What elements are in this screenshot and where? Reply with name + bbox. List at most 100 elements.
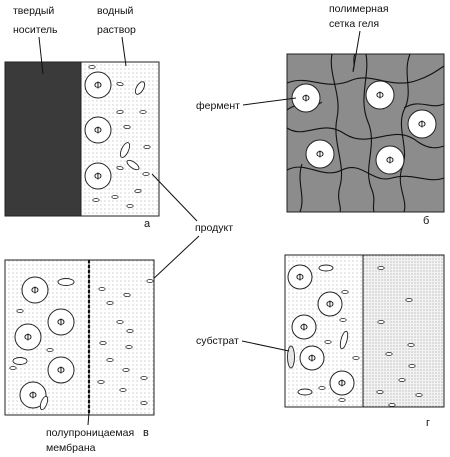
product-molecule bbox=[398, 378, 406, 382]
label-solid-carrier-1: твердый bbox=[13, 5, 54, 17]
product-molecule bbox=[338, 398, 346, 402]
product-molecule bbox=[125, 345, 133, 349]
product-molecule bbox=[385, 352, 393, 356]
svg-text:Ф: Ф bbox=[57, 366, 65, 377]
svg-text:Ф: Ф bbox=[94, 172, 102, 183]
svg-text:Ф: Ф bbox=[302, 94, 310, 105]
svg-text:Ф: Ф bbox=[94, 126, 102, 137]
enzyme-circle: Ф bbox=[47, 356, 75, 384]
product-molecule bbox=[139, 110, 147, 114]
product-molecule bbox=[122, 368, 130, 372]
enzyme-circle: Ф bbox=[21, 276, 49, 304]
leader-membrane bbox=[87, 411, 90, 426]
product-molecule bbox=[116, 320, 124, 324]
substrate-region-d bbox=[362, 254, 445, 408]
products-a bbox=[88, 65, 151, 208]
product-molecule bbox=[324, 340, 332, 344]
enzyme-circle: Ф bbox=[47, 308, 75, 336]
product-molecule bbox=[16, 309, 24, 313]
product-molecule bbox=[97, 380, 105, 384]
product-molecule bbox=[123, 293, 131, 297]
svg-text:Ф: Ф bbox=[24, 333, 32, 344]
product-molecule bbox=[415, 393, 423, 397]
substrate-molecule bbox=[39, 395, 49, 411]
svg-text:Ф: Ф bbox=[300, 323, 308, 334]
substrate-molecule bbox=[57, 278, 75, 286]
enzymes-c: Ф Ф Ф Ф Ф bbox=[14, 276, 75, 409]
product-molecule bbox=[408, 364, 416, 368]
substrate-molecule bbox=[126, 159, 140, 171]
svg-text:Ф: Ф bbox=[418, 120, 426, 131]
label-enzyme: фермент bbox=[196, 100, 240, 112]
enzyme-circle: Ф bbox=[407, 109, 437, 139]
products-c bbox=[9, 278, 154, 411]
enzyme-circle: Ф bbox=[14, 323, 42, 351]
label-polymer-2: сетка геля bbox=[329, 18, 379, 30]
product-molecule bbox=[142, 172, 150, 176]
leader-aqueous bbox=[121, 36, 127, 67]
product-molecule bbox=[377, 266, 385, 270]
enzymes-b: Ф Ф Ф Ф Ф bbox=[291, 80, 437, 175]
product-molecule bbox=[116, 110, 124, 114]
product-molecule bbox=[126, 204, 134, 208]
svg-text:Ф: Ф bbox=[296, 273, 304, 284]
label-product: продукт bbox=[195, 222, 233, 234]
product-molecule bbox=[116, 166, 124, 170]
product-molecule bbox=[92, 198, 100, 202]
svg-text:Ф: Ф bbox=[31, 286, 39, 297]
substrate-molecule bbox=[339, 330, 349, 350]
enzyme-circle: Ф bbox=[291, 83, 321, 113]
enzyme-circle: Ф bbox=[365, 80, 395, 110]
enzymes-d: Ф Ф Ф Ф Ф bbox=[287, 264, 355, 396]
product-molecule bbox=[140, 401, 148, 405]
product-molecule bbox=[407, 343, 415, 347]
product-molecule bbox=[140, 376, 148, 380]
svg-text:Ф: Ф bbox=[308, 354, 316, 365]
product-molecule bbox=[106, 358, 114, 362]
product-molecule bbox=[98, 287, 106, 291]
enzyme-circle: Ф bbox=[19, 381, 47, 409]
enzymes-a: Ф Ф Ф bbox=[84, 71, 112, 190]
svg-text:Ф: Ф bbox=[29, 391, 37, 402]
panel-c: Ф Ф Ф Ф Ф в bbox=[4, 259, 155, 439]
product-molecule bbox=[123, 125, 131, 129]
svg-text:Ф: Ф bbox=[57, 318, 65, 329]
enzyme-circle: Ф bbox=[291, 314, 317, 340]
leader-solid-carrier bbox=[38, 36, 44, 75]
substrate-molecule bbox=[287, 345, 295, 369]
product-molecule bbox=[99, 341, 107, 345]
enzyme-circle: Ф bbox=[287, 264, 313, 290]
substrate-molecule bbox=[318, 264, 334, 272]
solid-carrier bbox=[4, 61, 82, 217]
product-molecule bbox=[46, 348, 54, 352]
svg-text:Ф: Ф bbox=[338, 379, 346, 390]
label-polymer-1: полимерная bbox=[329, 3, 389, 15]
leader-polymer bbox=[352, 30, 361, 73]
panel-letter-c: в bbox=[143, 427, 149, 439]
panel-letter-a: а bbox=[144, 218, 151, 230]
enzyme-circle: Ф bbox=[317, 291, 343, 317]
product-molecule bbox=[106, 301, 114, 305]
product-molecule bbox=[388, 403, 396, 407]
label-aqueous-2: раствор bbox=[97, 24, 136, 36]
product-molecule bbox=[376, 390, 384, 394]
panel-letter-b: б bbox=[423, 215, 429, 227]
products-d bbox=[287, 264, 423, 407]
product-molecule bbox=[9, 366, 17, 370]
panel-a: Ф Ф Ф а bbox=[4, 61, 160, 230]
panel-letter-d: г bbox=[426, 417, 430, 429]
substrate-molecule bbox=[134, 81, 146, 95]
label-substrate: субстрат bbox=[196, 335, 239, 347]
product-molecule bbox=[352, 356, 360, 360]
svg-text:Ф: Ф bbox=[326, 300, 334, 311]
svg-text:Ф: Ф bbox=[94, 81, 102, 92]
product-molecule bbox=[116, 82, 124, 86]
leader-enzyme bbox=[242, 97, 297, 106]
enzyme-circle: Ф bbox=[305, 139, 335, 169]
svg-text:Ф: Ф bbox=[316, 150, 324, 161]
enzyme-circle: Ф bbox=[299, 345, 325, 371]
panel-d: Ф Ф Ф Ф Ф г bbox=[284, 254, 445, 429]
product-molecule bbox=[146, 279, 154, 283]
product-molecule bbox=[339, 318, 347, 322]
svg-text:Ф: Ф bbox=[386, 156, 394, 167]
